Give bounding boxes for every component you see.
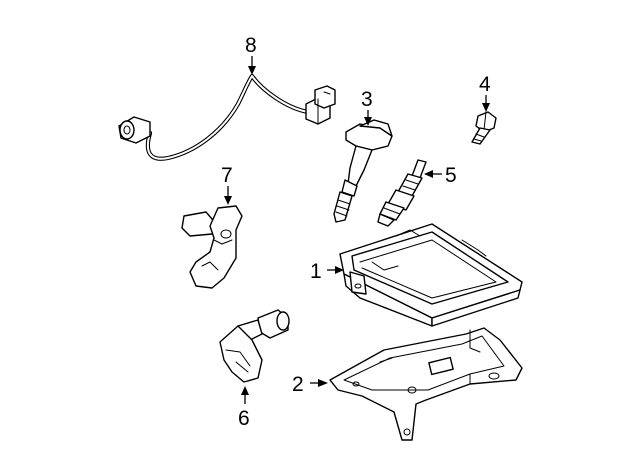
spark-plug-icon[interactable] xyxy=(377,159,427,227)
leader-5 xyxy=(424,170,442,178)
callout-1: 1 xyxy=(310,260,322,283)
callout-4: 4 xyxy=(479,73,491,96)
callout-8: 8 xyxy=(245,34,257,57)
leader-6 xyxy=(241,386,249,404)
leader-2 xyxy=(310,379,328,387)
harness-connector-icon xyxy=(305,85,336,125)
leader-4 xyxy=(482,95,490,112)
callout-5: 5 xyxy=(445,164,457,187)
sensor-icon[interactable] xyxy=(181,205,243,289)
callout-6: 6 xyxy=(238,407,250,430)
engine-control-module-icon[interactable] xyxy=(339,223,523,327)
knock-sensor-icon xyxy=(118,116,151,144)
callout-3: 3 xyxy=(361,88,373,111)
knock-sensor-harness[interactable] xyxy=(118,73,336,161)
sensor-icon[interactable] xyxy=(219,309,290,383)
leader-3 xyxy=(364,110,372,126)
callout-2: 2 xyxy=(292,373,304,396)
leader-7 xyxy=(224,186,232,205)
bolt-icon[interactable] xyxy=(471,111,497,145)
ignition-coil-icon[interactable] xyxy=(333,119,393,223)
mounting-bracket-icon[interactable] xyxy=(329,327,523,441)
leader-8 xyxy=(248,56,256,75)
callout-7: 7 xyxy=(221,164,233,187)
leader-1 xyxy=(327,266,344,274)
